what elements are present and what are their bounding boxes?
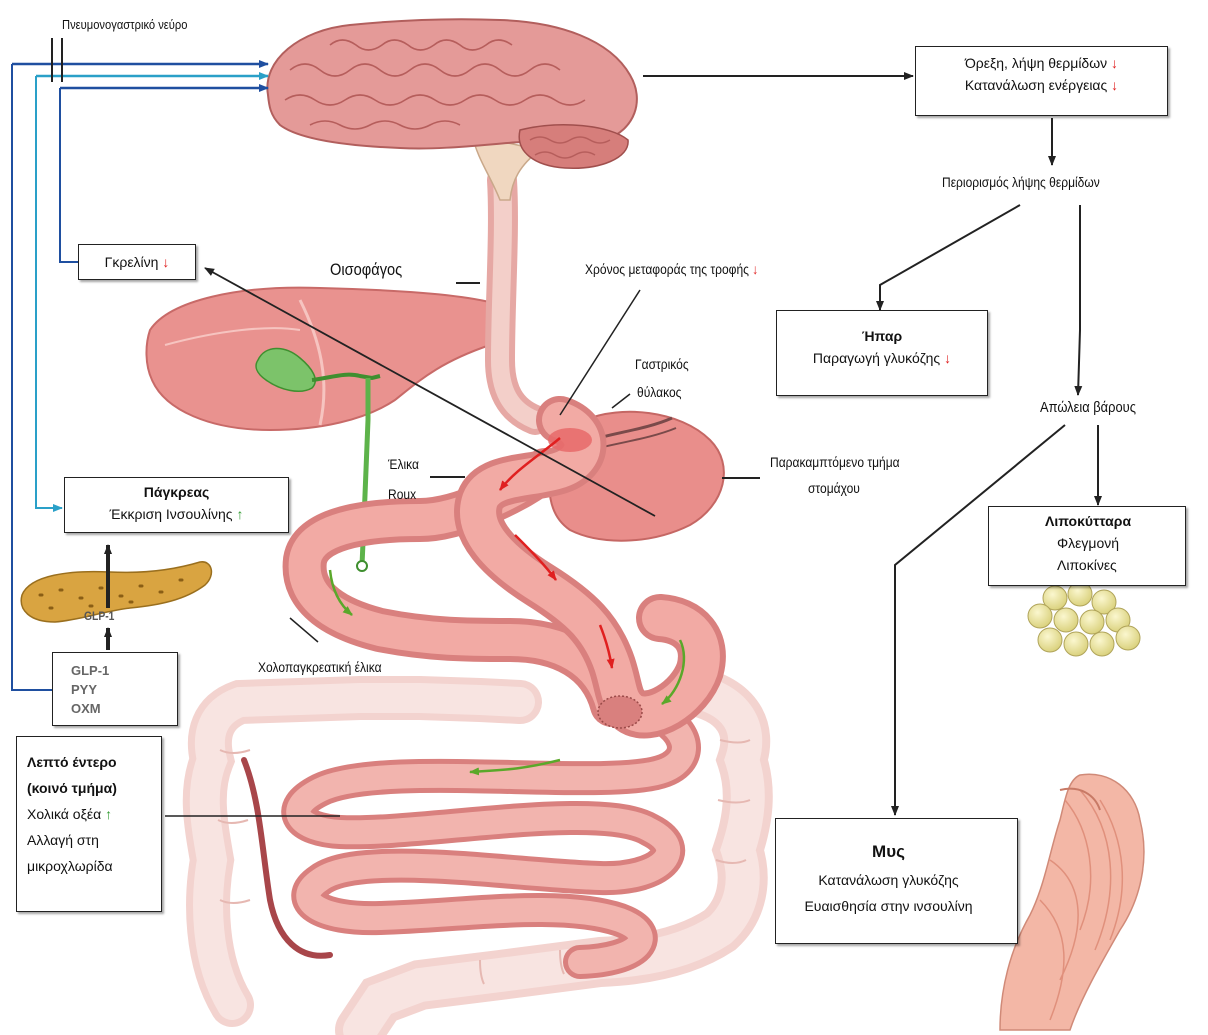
transit-time-text: Χρόνος μεταφοράς της τροφής [585,261,749,277]
muscle-organ [1000,774,1144,1030]
glucose-production-text: Παραγωγή γλυκόζης [813,350,940,366]
ghrelin-line: Γκρελίνη ↓ [79,251,195,273]
bile-acids-text: Χολικά οξέα [27,806,101,822]
caloric-restriction-label: Περιορισμός λήψης θερμίδων [942,174,1100,191]
appetite-text: Όρεξη, λήψη θερμίδων [965,55,1107,71]
gastric-pouch-label-2: θύλακος [637,384,681,401]
ghrelin-down-arrow: ↓ [162,254,169,270]
hormone-pyy: PYY [71,680,177,699]
small-intestine-box: Λεπτό έντερο (κοινό τμήμα) Χολικά οξέα ↑… [16,736,162,912]
hormone-glp1: GLP-1 [71,661,177,680]
glucose-uptake-text: Κατανάλωση γλυκόζης [776,867,1001,893]
small-intestine-loops [298,705,684,962]
adipokines-text: Λιποκίνες [989,554,1185,576]
energy-expenditure-text: Κατανάλωση ενέργειας [965,77,1107,93]
roux-limb-label: Έλικα [388,456,419,473]
glucose-production-down-arrow: ↓ [944,350,951,366]
appetite-box: Όρεξη, λήψη θερμίδων ↓ Κατανάλωση ενέργε… [915,46,1168,116]
bile-acids-up-arrow: ↑ [105,806,112,822]
hormone-oxm: OXM [71,699,177,718]
vagus-nerve-label: Πνευμονογαστρικό νεύρο [62,16,187,33]
inflammation-text: Φλεγμονή [989,532,1185,554]
insulin-secretion-text: Έκκριση Ινσουλίνης [110,506,233,522]
muscle-box: Μυς Κατανάλωση γλυκόζης Ευαισθησία στην … [775,818,1018,944]
common-limb-title: (κοινό τμήμα) [27,775,161,801]
esophagus [500,180,535,420]
biliopancreatic-limb-label: Χολοπαγκρεατική έλικα [258,659,382,676]
muscle-title: Μυς [776,837,1001,867]
pancreas-title: Πάγκρεας [65,481,288,503]
bypassed-stomach-label: Παρακαμπτόμενο τμήμα [770,454,900,471]
liver-box: Ήπαρ Παραγωγή γλυκόζης ↓ [776,310,988,396]
pancreas-organ [21,562,211,622]
pancreas-line: Έκκριση Ινσουλίνης ↑ [65,503,288,525]
appetite-line-2: Κατανάλωση ενέργειας ↓ [916,74,1167,96]
ghrelin-box: Γκρελίνη ↓ [78,244,196,280]
adipocytes-title: Λιποκύτταρα [989,510,1185,532]
esophagus-label: Οισοφάγος [330,260,402,280]
liver-line: Παραγωγή γλυκόζης ↓ [777,347,987,369]
bile-acids-line: Χολικά οξέα ↑ [27,801,161,827]
liver-title: Ήπαρ [777,325,987,347]
roux-limb-label-2: Roux [388,486,416,503]
small-intestine-title: Λεπτό έντερο [27,749,161,775]
liver [146,288,512,430]
weight-loss-label: Απώλεια βάρους [1040,399,1136,416]
glp1-pancreas-label: GLP-1 [84,608,114,625]
ghrelin-text: Γκρελίνη [105,254,159,270]
energy-down-arrow: ↓ [1111,77,1118,93]
microbiota-text-2: μικροχλωρίδα [27,853,161,879]
bypassed-stomach-label-2: στομάχου [808,480,860,497]
brain [267,19,637,200]
microbiota-text-1: Αλλαγή στη [27,827,161,853]
fat-cells [1028,582,1140,656]
insulin-sensitivity-text: Ευαισθησία στην ινσουλίνη [776,893,1001,919]
appetite-down-arrow: ↓ [1111,55,1118,71]
appetite-line-1: Όρεξη, λήψη θερμίδων ↓ [916,52,1167,74]
transit-time-label: Χρόνος μεταφοράς της τροφής ↓ [585,261,758,278]
adipocytes-box: Λιποκύτταρα Φλεγμονή Λιποκίνες [988,506,1186,586]
pancreas-box: Πάγκρεας Έκκριση Ινσουλίνης ↑ [64,477,289,533]
transit-time-arrow: ↓ [752,261,758,277]
gastric-pouch-label: Γαστρικός [635,356,689,373]
hormones-box: GLP-1 PYY OXM [52,652,178,726]
insulin-up-arrow: ↑ [236,506,243,522]
